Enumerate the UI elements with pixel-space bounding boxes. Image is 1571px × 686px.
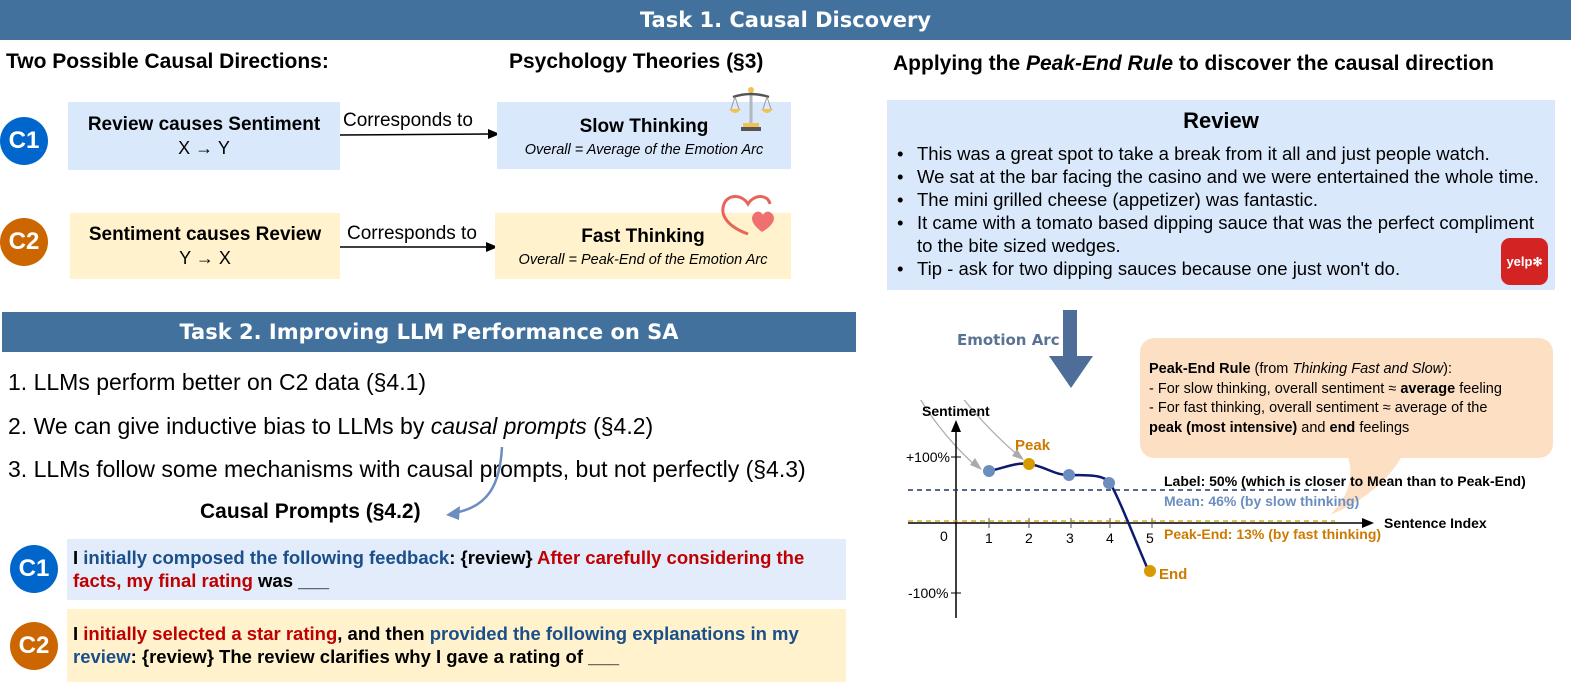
finding-text: 3. LLMs follow some mechanisms with caus… (8, 456, 806, 482)
prompt-text: : {review} The review clarifies why I ga… (130, 646, 620, 667)
mean-line-text: Mean: 46% (by slow thinking) (1164, 493, 1360, 509)
causal-prompts-heading: Causal Prompts (§4.2) (200, 500, 421, 523)
x-tick-4: 4 (1106, 530, 1114, 546)
rule-text: and (1297, 419, 1330, 436)
heading-prefix: Applying the (893, 52, 1026, 75)
direction-title: Sentiment causes Review (88, 223, 322, 245)
peak-end-line-text: Peak-End: 13% (by fast thinking) (1164, 526, 1382, 542)
x-tick-5: 5 (1146, 530, 1154, 546)
y-tick-100: +100% (906, 449, 950, 465)
prompt-text: : {review} (449, 547, 537, 568)
prompt-text-red: After carefully considering the facts, m… (73, 547, 805, 591)
arrow-right-icon (340, 242, 498, 252)
task1-banner: Task 1. Causal Discovery (0, 0, 1571, 40)
prompt-text-red: initially selected a star rating (83, 623, 338, 644)
direction-title: Review causes Sentiment (87, 113, 321, 135)
rule-bold: average (1400, 380, 1456, 397)
rule-text: feeling (1455, 380, 1502, 397)
y-axis-label: Sentiment (922, 403, 990, 419)
emotion-arc-label: Emotion Arc (957, 331, 1060, 349)
rule-text: feelings (1355, 419, 1410, 436)
rule-text: - For slow thinking, overall sentiment ≈ (1149, 380, 1401, 397)
rule-title: Peak-End Rule (1149, 361, 1251, 377)
sentiment-causes-review-box: Sentiment causes Review Y → X (70, 213, 340, 279)
c2-prompt-box: I initially selected a star rating, and … (67, 609, 846, 682)
rule-source: Thinking Fast and Slow (1292, 361, 1444, 377)
prompt-text: , and then (337, 623, 430, 644)
theory-title: Fast Thinking (581, 226, 705, 247)
finding-text: 1. LLMs perform better on C2 data (§4.1) (8, 369, 427, 395)
rule-line-2: - For fast thinking, overall sentiment ≈… (1149, 400, 1488, 416)
review-sentence: This was a great spot to take a break fr… (887, 142, 1555, 165)
c1-badge: C1 (10, 545, 58, 593)
down-arrow-icon (1049, 310, 1093, 388)
rule-bold: end (1329, 419, 1356, 436)
rule-text: ): (1443, 361, 1452, 377)
slow-thinking-box: Slow Thinking Overall = Average of the E… (497, 102, 791, 169)
c2-badge: C2 (10, 622, 58, 670)
peak-end-heading: Applying the Peak-End Rule to discover t… (893, 52, 1494, 76)
arrow-right-icon (340, 129, 500, 139)
callout-tail (1330, 440, 1410, 515)
review-sentence-list: This was a great spot to take a break fr… (887, 142, 1555, 280)
prompt-text-blue: provided the following explanations in m… (73, 623, 799, 667)
label-line-text: Label: 50% (which is closer to Mean than… (1164, 473, 1526, 489)
finding-1: 1. LLMs perform better on C2 data (§4.1) (8, 369, 426, 396)
yelp-logo-icon: yelp✻ (1501, 238, 1548, 285)
x-axis-label: Sentence Index (1384, 515, 1487, 531)
rule-line-1: - For slow thinking, overall sentiment ≈… (1149, 380, 1544, 400)
causal-directions-heading: Two Possible Causal Directions: (6, 50, 329, 73)
prompt-text: I (73, 623, 84, 644)
review-title: Review (1183, 108, 1259, 133)
review-sentence: Tip - ask for two dipping sauces because… (887, 257, 1555, 280)
finding-2: 2. We can give inductive bias to LLMs by… (8, 413, 653, 440)
task2-banner: Task 2. Improving LLM Performance on SA (2, 312, 856, 352)
corresponds-to-label: Corresponds to (343, 110, 473, 131)
hearts-icon (721, 195, 774, 236)
finding-text: 2. We can give inductive bias to LLMs by (8, 413, 431, 439)
psychology-theories-heading: Psychology Theories (§3) (509, 50, 764, 73)
heading-italic: Peak-End Rule (1026, 52, 1174, 75)
c1-badge: C1 (0, 117, 48, 165)
finding-italic: causal prompts (430, 413, 587, 439)
fast-thinking-box: Fast Thinking Overall = Peak-End of the … (495, 213, 791, 279)
finding-suffix: (§4.2) (586, 413, 654, 439)
curved-arrow-icon (446, 446, 504, 520)
theory-title: Slow Thinking (579, 115, 709, 137)
rule-bold: peak (most intensive) (1149, 419, 1298, 436)
review-sentence: It came with a tomato based dipping sauc… (887, 211, 1555, 257)
rule-line-3: peak (most intensive) and end feelings (1149, 419, 1544, 439)
c1-prompt-box: I initially composed the following feedb… (67, 539, 846, 600)
rule-text: (from (1250, 361, 1293, 377)
balance-scale-icon (729, 87, 773, 131)
prompt-text: was ___ (252, 570, 330, 591)
peak-label: Peak (1015, 437, 1051, 454)
c2-badge: C2 (0, 218, 48, 266)
review-sentence: We sat at the bar facing the casino and … (887, 165, 1555, 188)
finding-3: 3. LLMs follow some mechanisms with caus… (8, 456, 806, 483)
review-causes-sentiment-box: Review causes Sentiment X → Y (68, 102, 340, 170)
x-tick-0: 0 (940, 528, 948, 544)
yelp-logo-text: yelp (1506, 254, 1533, 269)
x-tick-3: 3 (1066, 530, 1074, 546)
prompt-text: I (73, 547, 84, 568)
review-sentence: The mini grilled cheese (appetizer) was … (887, 188, 1555, 211)
corresponds-to-label: Corresponds to (347, 223, 477, 244)
end-label: End (1159, 566, 1188, 583)
emotion-arc-chart (908, 400, 1374, 618)
heading-suffix: to discover the causal direction (1173, 52, 1494, 75)
peak-end-rule-callout: Peak-End Rule (from Thinking Fast and Sl… (1140, 338, 1553, 458)
direction-formula: X → Y (178, 137, 230, 158)
theory-desc: Overall = Peak-End of the Emotion Arc (518, 252, 768, 268)
rule-title-line: Peak-End Rule (from Thinking Fast and Sl… (1149, 360, 1544, 380)
prompt-text-blue: initially composed the following feedbac… (83, 547, 450, 568)
direction-formula: Y → X (179, 247, 231, 268)
y-tick-minus-100: -100% (908, 585, 949, 601)
review-box: Review This was a great spot to take a b… (887, 100, 1555, 290)
theory-desc: Overall = Average of the Emotion Arc (524, 141, 764, 158)
x-tick-1: 1 (985, 530, 993, 546)
x-tick-2: 2 (1025, 530, 1033, 546)
